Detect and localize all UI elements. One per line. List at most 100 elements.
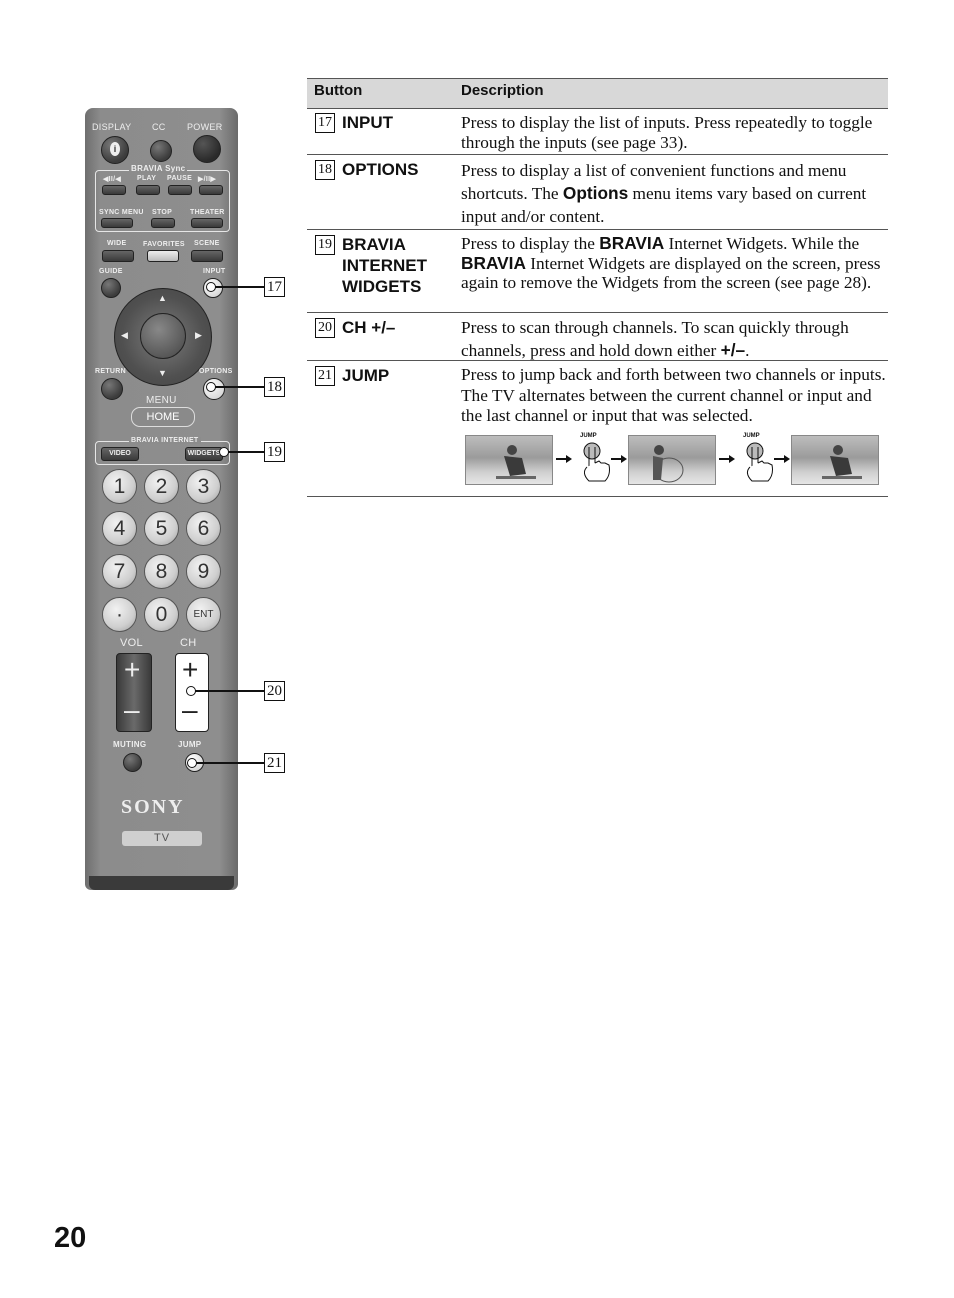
guide-button <box>101 278 121 298</box>
theater-label: THEATER <box>190 209 225 216</box>
guide-label: GUIDE <box>99 268 123 275</box>
bravia-sync-label: BRAVIA Sync <box>129 164 188 173</box>
row-number: 19 <box>315 235 335 255</box>
row-button-name: BRAVIA INTERNET WIDGETS <box>342 235 427 296</box>
wide-button <box>102 250 134 262</box>
desc-bold: Options <box>562 183 629 203</box>
button-description-table: Button Description 17 INPUT Press to dis… <box>307 78 888 497</box>
left-arrow-icon: ◀ <box>121 330 128 340</box>
dot-button: · <box>102 597 137 632</box>
bravia-internet-label: BRAVIA INTERNET <box>129 437 201 444</box>
volume-rocker: + – <box>116 653 152 732</box>
digit-3-button: 3 <box>186 469 221 504</box>
channel-a-thumbnail <box>791 435 879 485</box>
channel-b-thumbnail <box>628 435 716 485</box>
cc-button <box>150 140 172 162</box>
table-row: 17 INPUT Press to display the list of in… <box>307 109 888 155</box>
sync-menu-button <box>101 218 133 228</box>
arrow-right-icon <box>611 455 627 463</box>
athlete-image <box>822 445 862 479</box>
next-label: ▶/II▶ <box>198 176 217 183</box>
remote-bottom-cap <box>89 876 234 890</box>
vol-plus: + <box>124 654 141 685</box>
row-number: 17 <box>315 113 335 133</box>
theater-button <box>191 218 223 228</box>
play-label: PLAY <box>137 175 157 182</box>
jump-caption: JUMP <box>580 433 597 439</box>
desc-bold: BRAVIA <box>599 233 665 253</box>
widgets-button: WIDGETS <box>185 447 223 461</box>
row-description: Press to display the list of inputs. Pre… <box>461 113 873 152</box>
tennis-image <box>653 445 684 483</box>
ch-label: CH <box>180 637 197 649</box>
callout-20: 20 <box>264 681 285 701</box>
scene-button <box>191 250 223 262</box>
jump-illustration: JUMP JUMP <box>465 433 880 487</box>
ch-plus: + <box>182 654 199 685</box>
favorites-button <box>147 250 179 262</box>
jump-hand-icon: JUMP <box>577 433 617 485</box>
digit-5-button: 5 <box>144 511 179 546</box>
header-button: Button <box>314 82 363 99</box>
desc-bold: BRAVIA <box>461 252 526 273</box>
callout-19-leader <box>228 451 264 453</box>
favorites-label: FAVORITES <box>143 241 185 248</box>
callout-20-leader <box>195 690 264 692</box>
input-label: INPUT <box>203 268 226 275</box>
info-icon: i <box>110 142 120 156</box>
vol-minus: – <box>124 694 140 725</box>
play-button <box>136 185 160 195</box>
row-description: Press to display a list of convenient fu… <box>461 159 886 228</box>
row-description: Press to display the BRAVIA Internet Wid… <box>461 233 886 293</box>
row-button-name: INPUT <box>342 113 393 132</box>
options-label: OPTIONS <box>199 368 233 375</box>
power-label: POWER <box>187 122 223 132</box>
vol-label: VOL <box>120 637 143 649</box>
desc-text: Press to display a list of convenient fu… <box>461 161 847 203</box>
return-button <box>101 378 123 400</box>
callout-18: 18 <box>264 377 285 397</box>
tv-badge: TV <box>122 831 202 846</box>
callout-17-leader <box>215 286 264 288</box>
header-description: Description <box>461 82 544 99</box>
fast-forward-button <box>199 185 223 195</box>
display-button: i <box>101 136 129 164</box>
muting-button <box>123 753 142 772</box>
desc-bold: +/– <box>720 340 746 360</box>
sony-logo: SONY <box>121 796 185 818</box>
stop-label: STOP <box>152 209 173 216</box>
channel-a-thumbnail <box>465 435 553 485</box>
return-label: RETURN <box>95 368 126 375</box>
row-description: Press to jump back and forth between two… <box>461 365 886 425</box>
rewind-button <box>102 185 126 195</box>
arrow-right-icon <box>774 455 790 463</box>
jump-hand-icon: JUMP <box>740 433 780 485</box>
arrow-right-icon <box>719 455 735 463</box>
callout-21: 21 <box>264 753 285 773</box>
digit-6-button: 6 <box>186 511 221 546</box>
scene-label: SCENE <box>194 240 220 247</box>
cc-label: CC <box>152 122 166 132</box>
remote-control-illustration: DISPLAY CC POWER i BRAVIA Sync ◀II/◀ PLA… <box>85 108 238 890</box>
muting-label: MUTING <box>113 740 147 749</box>
up-arrow-icon: ▲ <box>158 293 167 303</box>
jump-caption: JUMP <box>743 433 760 439</box>
callout-21-leader <box>196 762 264 764</box>
pause-label: PAUSE <box>167 175 193 182</box>
digit-7-button: 7 <box>102 554 137 589</box>
power-button <box>193 135 221 163</box>
wide-label: WIDE <box>107 240 127 247</box>
jump-label: JUMP <box>178 740 202 749</box>
table-header: Button Description <box>307 78 888 109</box>
digit-4-button: 4 <box>102 511 137 546</box>
table-row: 20 CH +/– Press to scan through channels… <box>307 313 888 361</box>
table-row: 19 BRAVIA INTERNET WIDGETS Press to disp… <box>307 230 888 313</box>
prev-label: ◀II/◀ <box>103 176 122 183</box>
pause-button <box>168 185 192 195</box>
digit-0-button: 0 <box>144 597 179 632</box>
callout-18-leader <box>215 386 264 388</box>
desc-text: Internet Widgets. While the <box>664 234 860 253</box>
desc-text: Internet Widgets are displayed on the sc… <box>461 253 881 293</box>
row-button-name: CH +/– <box>342 318 396 337</box>
digit-2-button: 2 <box>144 469 179 504</box>
